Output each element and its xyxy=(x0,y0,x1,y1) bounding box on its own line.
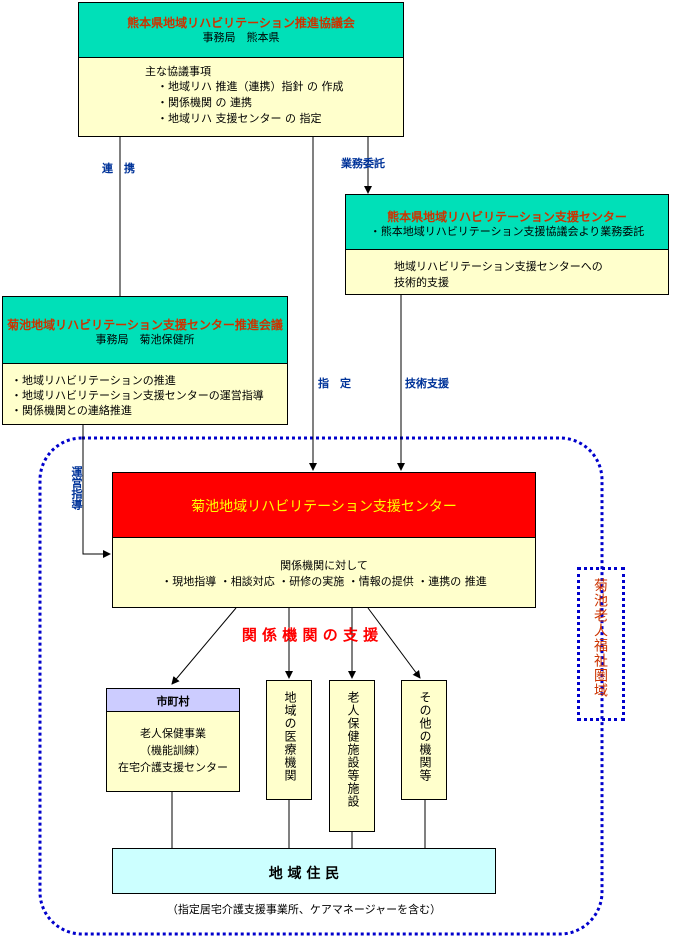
medical-institutions-box: 地域の医療機関 xyxy=(266,680,312,800)
support-heading: 関 係 機 関 の 支 援 xyxy=(241,626,379,644)
kikuchi-center-body-line2: ・現地指導 ・相談対応 ・研修の実施 ・情報の提供 ・連携の 推進 xyxy=(161,575,487,588)
council-item: ・地域リハ 推進（連携）指針 の 作成 xyxy=(157,80,344,93)
council-office: 事務局 熊本県 xyxy=(202,31,280,44)
renkei-label: 連 携 xyxy=(102,162,135,175)
pref-center-header: 熊本県地域リハビリテーション支援センター ・熊本地域リハビリテーション支援協議会… xyxy=(345,194,669,250)
council-header: 熊本県地域リハビリテーション推進協議会 事務局 熊本県 xyxy=(78,2,404,58)
municipality-body: 老人保健事業 （機能訓練） 在宅介護支援センター xyxy=(106,711,240,792)
pref-center-body: 地域リハビリテーション支援センターへの 技術的支援 xyxy=(345,249,669,295)
medical-institutions-label: 地域の医療機関 xyxy=(283,691,297,782)
kikuchi-center-body: 関係機関に対して ・現地指導 ・相談対応 ・研修の実施 ・情報の提供 ・連携の … xyxy=(112,537,536,608)
residents-box: 地 域 住 民 xyxy=(112,848,496,894)
kikuchi-center-title: 菊池地域リハビリテーション支援センター xyxy=(191,499,457,515)
pref-center-title: 熊本県地域リハビリテーション支援センター xyxy=(387,210,627,224)
region-boundary xyxy=(38,436,604,936)
shitei-label: 指 定 xyxy=(318,377,351,390)
council-item: ・関係機関 の 連携 xyxy=(157,96,252,109)
pref-center-body-line1: 地域リハビリテーション支援センターへの xyxy=(394,260,603,273)
kikuchi-council-item: ・地域リハビリテーション支援センターの運営指導 xyxy=(11,389,264,402)
other-institutions-label: その他の機関等 xyxy=(418,691,432,782)
municipality-line1: 老人保健事業 xyxy=(140,727,206,740)
kikuchi-council-header: 菊池地域リハビリテーション支援センター推進会議 事務局 菊池保健所 xyxy=(2,296,288,364)
municipality-line3: 在宅介護支援センター xyxy=(118,761,228,774)
council-body: 主な協議事項 ・地域リハ 推進（連携）指針 の 作成 ・関係機関 の 連携 ・地… xyxy=(78,57,404,137)
council-items-heading: 主な協議事項 xyxy=(145,65,211,78)
kikuchi-center-body-line1: 関係機関に対して xyxy=(280,559,368,572)
pref-center-body-line2: 技術的支援 xyxy=(394,276,449,289)
arrow-municipality xyxy=(171,607,237,685)
region-label-box: 菊池老人福祉圏域 xyxy=(577,567,625,721)
pref-center-subtitle: ・熊本地域リハビリテーション支援協議会より業務委託 xyxy=(369,225,645,238)
residents-label: 地 域 住 民 xyxy=(268,866,340,882)
unei-line xyxy=(82,424,111,558)
gyomu-label: 業務委託 xyxy=(341,157,385,170)
municipality-title: 市町村 xyxy=(156,695,190,708)
other-institutions-box: その他の機関等 xyxy=(401,680,447,800)
arrow-other xyxy=(367,607,421,679)
residents-note: （指定居宅介護支援事業所、ケアマネージャーを含む） xyxy=(166,903,442,916)
council-item: ・地域リハ 支援センター の 指定 xyxy=(157,112,322,125)
kikuchi-center-header: 菊池地域リハビリテーション支援センター xyxy=(112,472,536,538)
kikuchi-council-item: ・地域リハビリテーションの推進 xyxy=(11,374,176,387)
council-title: 熊本県地域リハビリテーション推進協議会 xyxy=(127,16,355,30)
facilities-box: 老人保健施設等施設 xyxy=(329,680,375,832)
region-label: 菊池老人福祉圏域 xyxy=(592,578,608,698)
kikuchi-council-title: 菊池地域リハビリテーション支援センター推進会議 xyxy=(7,318,283,332)
municipality-line2: （機能訓練） xyxy=(140,744,206,757)
unei-label: 運営指導 xyxy=(70,466,83,510)
kikuchi-council-item: ・関係機関との連絡推進 xyxy=(11,404,132,417)
municipality-header: 市町村 xyxy=(106,688,240,712)
kikuchi-council-office: 事務局 菊池保健所 xyxy=(95,333,195,346)
gijutsu-label: 技術支援 xyxy=(405,377,449,390)
kikuchi-council-body: ・地域リハビリテーションの推進 ・地域リハビリテーション支援センターの運営指導 … xyxy=(2,363,288,425)
facilities-label: 老人保健施設等施設 xyxy=(346,691,360,808)
